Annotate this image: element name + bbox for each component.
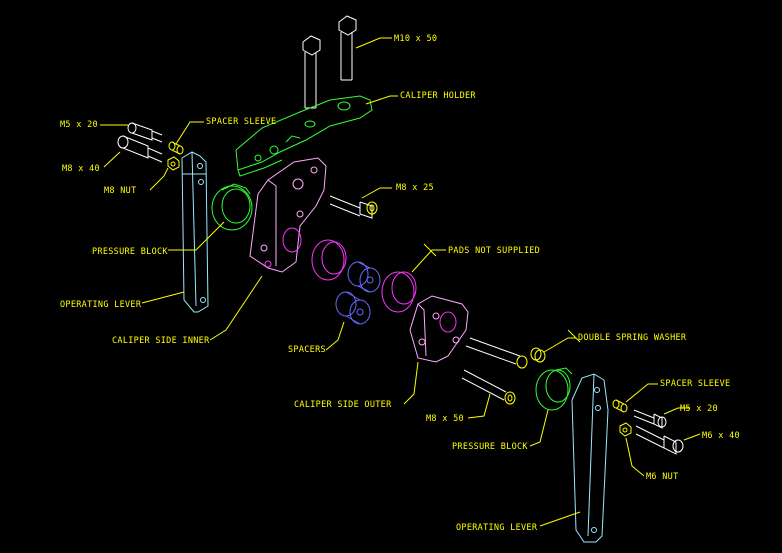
operating-lever-bottom-label-group: OPERATING LEVER bbox=[456, 511, 581, 533]
m8-x50-label-group: M8 x 50 bbox=[426, 393, 491, 424]
label-spacer-sleeve-top: SPACER SLEEVE bbox=[206, 117, 276, 127]
pressure-block-bottom-label-group: PRESSURE BLOCK bbox=[452, 409, 549, 452]
label-m5x20-bottom: M5 x 20 bbox=[680, 404, 718, 414]
spacers-label-group: SPACERS bbox=[288, 321, 345, 355]
m8-nut bbox=[167, 156, 180, 171]
operating-lever-bottom bbox=[571, 373, 609, 543]
spacer-1 bbox=[347, 261, 381, 293]
label-m8-nut: M8 NUT bbox=[104, 186, 137, 196]
label-m10x50: M10 x 50 bbox=[394, 34, 437, 44]
caliper-holder bbox=[235, 95, 373, 177]
m5-bolt-bottom bbox=[633, 409, 667, 429]
double-spring-washer-label-group: DOUBLE SPRING WASHER bbox=[543, 329, 687, 353]
label-pressure-block-top: PRESSURE BLOCK bbox=[92, 247, 168, 257]
pressure-block-bottom bbox=[535, 367, 573, 411]
label-spacer-sleeve-bottom: SPACER SLEEVE bbox=[660, 379, 730, 389]
brake-pad-outer bbox=[381, 271, 417, 313]
operating-lever-top bbox=[181, 151, 209, 313]
m8-nut-label-group: M8 NUT bbox=[104, 167, 169, 196]
pads-not-supplied-label-group: PADS NOT SUPPLIED bbox=[411, 243, 540, 273]
m5-x20-bottom-label-group: M5 x 20 bbox=[663, 404, 718, 415]
m5-x20-top-label-group: M5 x 20 bbox=[60, 120, 128, 130]
caliper-holder-label-group: CALIPER HOLDER bbox=[365, 91, 476, 105]
m6-nut-label-group: M6 NUT bbox=[625, 437, 679, 482]
spacer-sleeve-bottom-label-group: SPACER SLEEVE bbox=[625, 379, 730, 403]
double-spring-washer bbox=[530, 347, 546, 363]
m10-bolt-left bbox=[302, 35, 321, 109]
pressure-block-top-label-group: PRESSURE BLOCK bbox=[92, 221, 225, 257]
label-double-spring-washer: DOUBLE SPRING WASHER bbox=[578, 333, 687, 343]
m8-bolt-25 bbox=[329, 195, 378, 219]
spacer-sleeve-bottom bbox=[612, 399, 628, 413]
m10-bolt-right bbox=[338, 15, 357, 81]
caliper-side-inner bbox=[249, 157, 327, 273]
caliper-side-outer-label-group: CALIPER SIDE OUTER bbox=[294, 361, 419, 410]
m6-x40-label-group: M6 x 40 bbox=[683, 431, 740, 441]
label-m8x40-top: M8 x 40 bbox=[62, 164, 100, 174]
label-operating-lever-bottom: OPERATING LEVER bbox=[456, 523, 538, 533]
spacer-2 bbox=[335, 291, 371, 325]
label-pressure-block-bottom: PRESSURE BLOCK bbox=[452, 442, 528, 452]
operating-lever-top-label-group: OPERATING LEVER bbox=[60, 291, 185, 310]
label-m8x25: M8 x 25 bbox=[396, 183, 434, 193]
label-m5x20-top: M5 x 20 bbox=[60, 120, 98, 130]
m8-x40-top-label-group: M8 x 40 bbox=[62, 151, 121, 174]
m8-bolt-top bbox=[117, 135, 163, 163]
label-caliper-holder: CALIPER HOLDER bbox=[400, 91, 476, 101]
m8-bolt-50-lower bbox=[461, 369, 516, 405]
caliper-side-outer bbox=[409, 295, 469, 363]
label-pads-not-supplied: PADS NOT SUPPLIED bbox=[448, 246, 540, 256]
label-m8x50: M8 x 50 bbox=[426, 414, 464, 424]
m8-bolt-50-upper bbox=[465, 337, 528, 369]
label-caliper-side-outer: CALIPER SIDE OUTER bbox=[294, 400, 392, 410]
label-m6x40: M6 x 40 bbox=[702, 431, 740, 441]
spacer-sleeve-top-label-group: SPACER SLEEVE bbox=[175, 117, 276, 145]
m10-x50-label-group: M10 x 50 bbox=[355, 34, 437, 49]
m6-bolt bbox=[635, 425, 684, 455]
brake-pad-inner bbox=[311, 239, 347, 281]
m6-nut bbox=[619, 422, 632, 437]
m8-x25-label-group: M8 x 25 bbox=[361, 183, 434, 199]
pressure-block-top bbox=[211, 183, 253, 231]
label-operating-lever-top: OPERATING LEVER bbox=[60, 300, 142, 310]
label-m6-nut: M6 NUT bbox=[646, 472, 679, 482]
label-spacers: SPACERS bbox=[288, 345, 326, 355]
caliper-side-inner-label-group: CALIPER SIDE INNER bbox=[112, 275, 263, 346]
label-caliper-side-inner: CALIPER SIDE INNER bbox=[112, 336, 210, 346]
m5-bolt-top bbox=[127, 122, 163, 143]
